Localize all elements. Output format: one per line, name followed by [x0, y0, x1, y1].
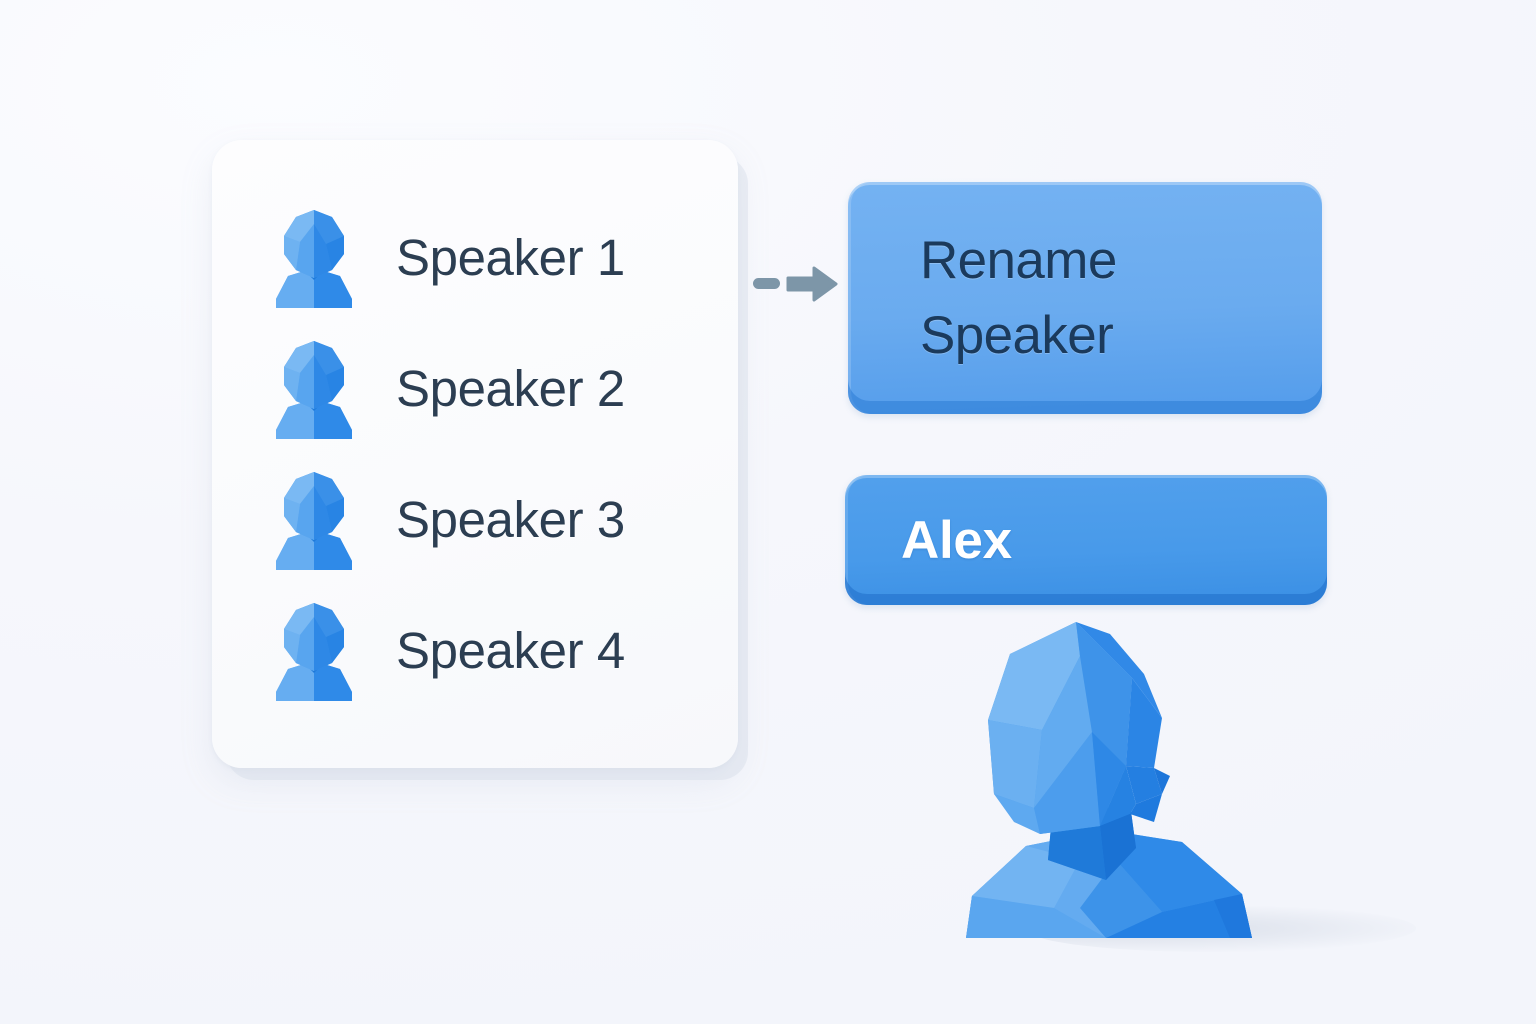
speaker-name-label: Speaker 2 [396, 360, 625, 417]
speaker-name-input[interactable]: Alex [845, 475, 1345, 625]
speaker-name-value: Alex [901, 510, 1012, 570]
speaker-avatar-icon [276, 602, 352, 701]
speaker-avatar-icon [276, 209, 352, 308]
rename-speaker-label: Rename Speaker [920, 230, 1117, 365]
rename-speaker-button[interactable]: Rename Speaker [848, 182, 1340, 434]
list-item[interactable]: Speaker 3 [270, 459, 738, 581]
speaker-list-card: Speaker 1 Speaker 2 [212, 140, 738, 768]
speaker-name-label: Speaker 1 [396, 229, 625, 286]
list-item[interactable]: Speaker 2 [270, 328, 738, 450]
list-item[interactable]: Speaker 1 [270, 197, 738, 319]
speaker-list: Speaker 1 Speaker 2 [212, 140, 738, 768]
speaker-name-label: Speaker 3 [396, 491, 625, 548]
speaker-name-label: Speaker 4 [396, 622, 625, 679]
dashed-arrow-right-icon [753, 266, 838, 302]
speaker-avatar-icon [276, 471, 352, 570]
speaker-avatar-icon [276, 340, 352, 439]
low-poly-person-bust-icon [966, 622, 1252, 938]
list-item[interactable]: Speaker 4 [270, 590, 738, 712]
